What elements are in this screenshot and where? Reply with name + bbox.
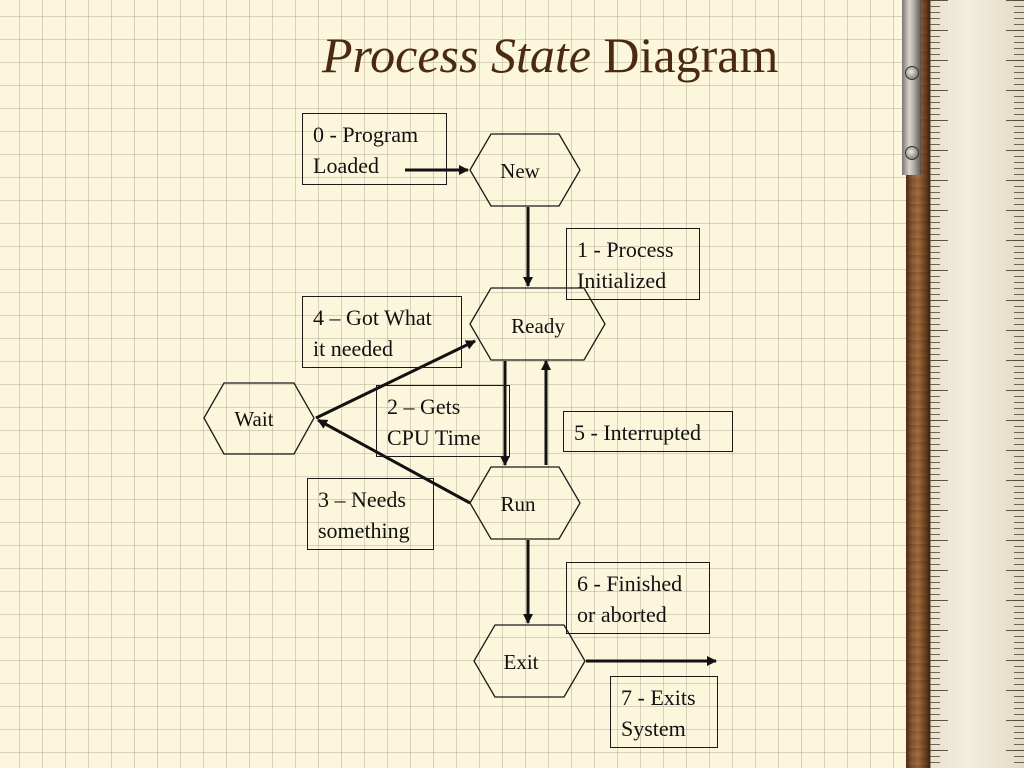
transition-3-line1: 3 – Needs bbox=[318, 487, 406, 512]
node-wait-shape bbox=[203, 382, 315, 455]
node-ready-label: Ready bbox=[511, 314, 565, 338]
transition-4-line1: 4 – Got What bbox=[313, 305, 432, 330]
transition-6-line2: or aborted bbox=[577, 602, 667, 627]
transition-1-line2: Initialized bbox=[577, 268, 667, 293]
screw-icon bbox=[905, 66, 919, 80]
page-title: Process State Diagram bbox=[322, 26, 902, 84]
node-new-label: New bbox=[500, 159, 540, 183]
transition-label-7: 7 - Exits System bbox=[610, 676, 718, 748]
node-exit-label: Exit bbox=[503, 650, 539, 674]
node-run-shape bbox=[469, 466, 581, 540]
transition-label-4: 4 – Got What it needed bbox=[302, 296, 462, 368]
node-wait-label: Wait bbox=[234, 407, 274, 431]
transition-label-0: 0 - Program Loaded bbox=[302, 113, 447, 185]
transition-label-6: 6 - Finished or aborted bbox=[566, 562, 710, 634]
transition-0-line1: 0 - Program bbox=[313, 122, 419, 147]
transition-label-5: 5 - Interrupted bbox=[563, 411, 733, 452]
node-run-label: Run bbox=[500, 492, 536, 516]
title-italic: Process State bbox=[322, 27, 591, 83]
transition-7-line2: System bbox=[621, 716, 686, 741]
arrow-run-to-wait bbox=[317, 418, 471, 505]
node-new-shape bbox=[469, 133, 581, 207]
transition-6-line1: 6 - Finished bbox=[577, 571, 683, 596]
title-regular: Diagram bbox=[603, 27, 779, 83]
transition-1-line1: 1 - Process bbox=[577, 237, 674, 262]
transition-label-1: 1 - Process Initialized bbox=[566, 228, 700, 300]
decorative-ruler bbox=[902, 0, 1024, 768]
transition-label-3: 3 – Needs something bbox=[307, 478, 434, 550]
transition-2-line2: CPU Time bbox=[387, 425, 481, 450]
node-ready-shape bbox=[469, 287, 606, 361]
transition-7-line1: 7 - Exits bbox=[621, 685, 696, 710]
ruler-major-ticks bbox=[930, 0, 1024, 768]
transition-5-line1: 5 - Interrupted bbox=[574, 420, 702, 445]
ruler-metal-clip bbox=[902, 0, 921, 175]
transition-0-line2: Loaded bbox=[313, 153, 379, 178]
transition-4-line2: it needed bbox=[313, 336, 394, 361]
node-exit-shape bbox=[473, 624, 586, 698]
transition-2-line1: 2 – Gets bbox=[387, 394, 461, 419]
arrow-wait-to-ready bbox=[315, 339, 476, 420]
screw-icon bbox=[905, 146, 919, 160]
transition-3-line2: something bbox=[318, 518, 410, 543]
transition-label-2: 2 – Gets CPU Time bbox=[376, 385, 510, 457]
